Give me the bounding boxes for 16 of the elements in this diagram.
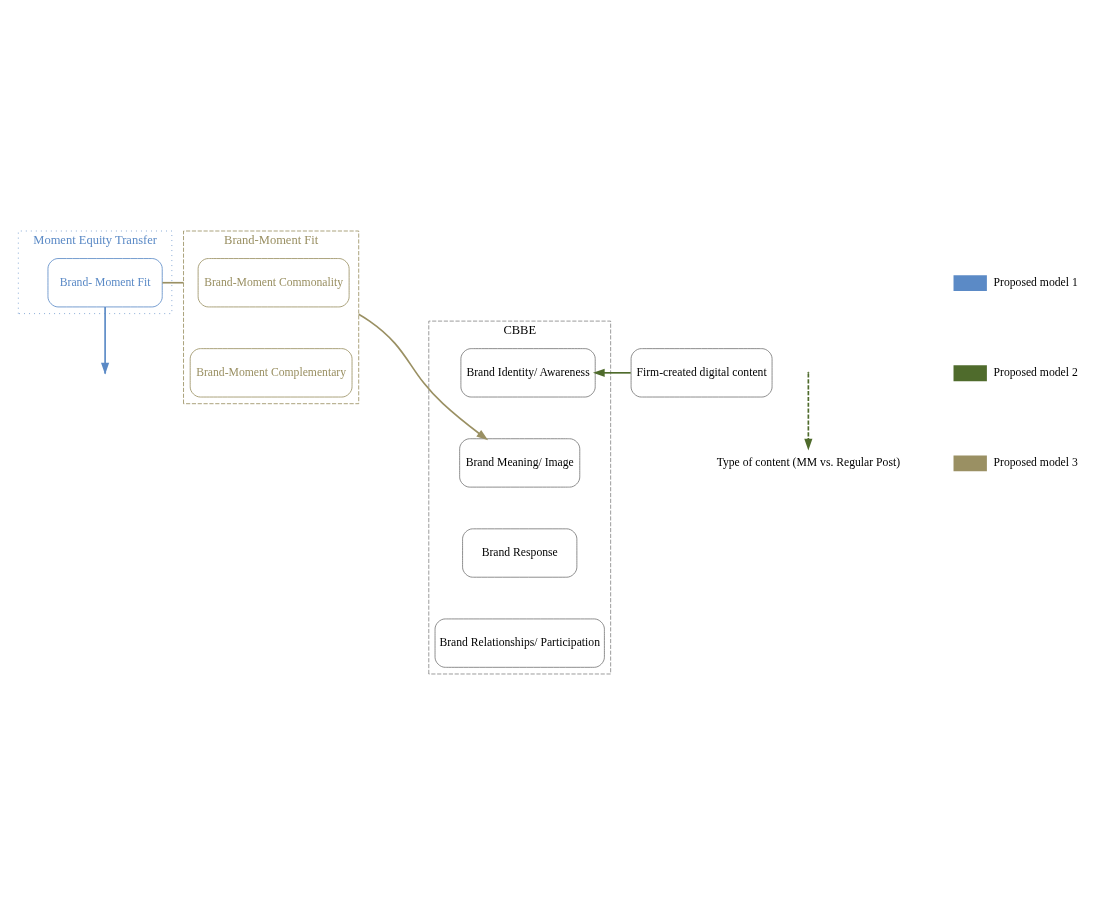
node-box: Brand Meaning/ Image <box>459 438 581 488</box>
node-box: Brand-Moment Complementary <box>189 348 353 398</box>
legend-label: Proposed model 3 <box>993 456 1078 470</box>
node-box: Firm-created digital content <box>630 348 773 398</box>
arrow <box>357 313 489 441</box>
legend-label: Proposed model 2 <box>993 366 1078 380</box>
node-text: Type of content (MM vs. Regular Post) <box>716 456 901 470</box>
connector <box>161 281 185 284</box>
arrow <box>592 368 632 377</box>
arrow <box>804 372 813 451</box>
node-box: Brand Relationships/ Participation <box>434 618 605 668</box>
node-box: Brand-Moment Commonality <box>197 258 350 308</box>
node-box: Brand Identity/ Awareness <box>460 348 596 398</box>
legend-label: Proposed model 1 <box>993 276 1078 290</box>
node-box: Brand- Moment Fit <box>47 258 163 308</box>
node-box: Brand Response <box>462 528 578 578</box>
